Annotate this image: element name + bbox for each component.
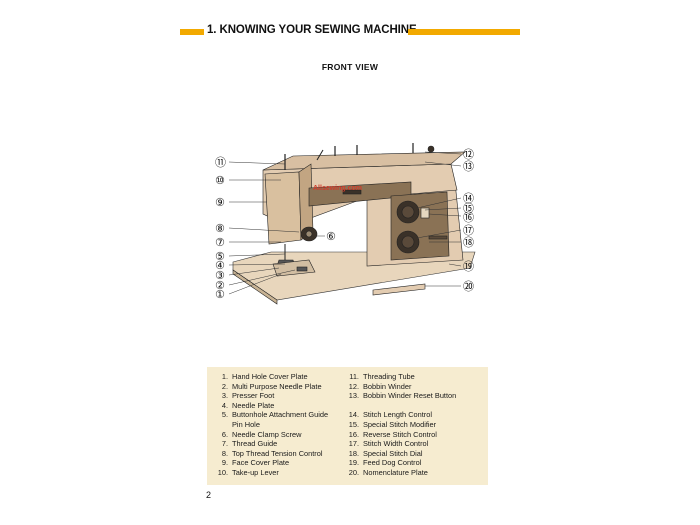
legend-item-number: 1. xyxy=(221,372,228,381)
legend-item-number: 15. xyxy=(348,419,359,429)
legend-item-label: Stitch Width Control xyxy=(363,439,429,449)
legend-item-label: Special Stitch Modifier xyxy=(363,419,437,429)
callout-3: ③ xyxy=(215,269,225,282)
legend-item-number: 2. xyxy=(221,381,228,391)
legend-item-number: 20. xyxy=(348,467,359,477)
callout-15: ⑮ xyxy=(463,202,474,215)
legend-item-label: Hand Hole Cover Plate xyxy=(232,372,308,381)
section-header: 1. KNOWING YOUR SEWING MACHINE xyxy=(180,24,520,39)
legend-item-label: Buttonhole Attachment Guide Pin Hole xyxy=(232,410,329,429)
legend-item: 1. Hand Hole Cover Plate xyxy=(213,372,348,382)
legend-item-number: 3. xyxy=(221,391,228,401)
watermark-text: Allsewing.com xyxy=(313,185,363,192)
legend-item: 6. Needle Clamp Screw xyxy=(213,430,348,440)
legend-item-number: 7. xyxy=(221,439,228,449)
legend-item: 11. Threading Tube xyxy=(344,372,490,382)
legend-item: 8. Top Thread Tension Control xyxy=(213,449,348,459)
legend-item-label: Bobbin Winder xyxy=(363,381,412,391)
legend-item-number: 11. xyxy=(349,372,359,381)
legend-item-number: 18. xyxy=(348,448,359,458)
face-cover-plate xyxy=(264,171,302,245)
view-title: FRONT VIEW xyxy=(321,62,379,72)
legend-item-label: Stitch Length Control xyxy=(363,410,433,420)
legend-item-label: Take-up Lever xyxy=(232,467,279,477)
page-number: 2 xyxy=(206,490,212,500)
callout-12: ⑫ xyxy=(463,148,474,161)
legend-item: 19. Feed Dog Control xyxy=(344,458,490,468)
legend-item: 3. Presser Foot xyxy=(213,391,348,401)
legend-item-number: 13. xyxy=(348,391,359,401)
nomenclature-plate xyxy=(372,283,426,296)
legend-item-label: Needle Plate xyxy=(232,400,275,410)
callout-14: ⑭ xyxy=(463,192,474,205)
legend-item-label: Top Thread Tension Control xyxy=(232,448,323,458)
legend-item: 20. Nomenclature Plate xyxy=(344,468,490,478)
callout-1: ① xyxy=(215,288,225,301)
legend-item-number: 9. xyxy=(221,458,228,468)
legend-item: 14. Stitch Length Control xyxy=(344,410,490,420)
callout-7: ⑦ xyxy=(215,236,225,249)
legend-item: 9. Face Cover Plate xyxy=(213,458,348,468)
legend-item-label: Reverse Stitch Control xyxy=(363,429,437,439)
callout-16: ⑯ xyxy=(463,211,474,224)
legend-item-number: 16. xyxy=(348,429,359,439)
legend-item: 10. Take-up Lever xyxy=(213,468,348,478)
legend-item-number: 14. xyxy=(348,410,359,420)
legend-item-number: 12. xyxy=(348,381,359,391)
legend-item: 16. Reverse Stitch Control xyxy=(344,430,490,440)
legend-item-label: Presser Foot xyxy=(232,391,275,401)
legend-item-number: 19. xyxy=(348,458,359,468)
legend-item-number: 5. xyxy=(221,410,228,420)
callout-5: ⑤ xyxy=(215,250,225,263)
legend-item-label: Threading Tube xyxy=(363,372,415,381)
callout-13: ⑬ xyxy=(463,160,474,173)
legend-item: 18. Special Stitch Dial xyxy=(344,449,490,459)
legend-item-label: Bobbin Winder Reset Button xyxy=(363,391,457,401)
legend-item-label: Nomenclature Plate xyxy=(363,467,428,477)
callout-11: ⑪ xyxy=(215,156,226,169)
callout-8: ⑧ xyxy=(215,222,225,235)
legend-item-number: 4. xyxy=(221,400,228,410)
header-bar-right xyxy=(408,29,520,35)
page-title: 1. KNOWING YOUR SEWING MACHINE xyxy=(207,24,417,36)
callout-19: ⑲ xyxy=(463,260,474,273)
legend-item: 15. Special Stitch Modifier xyxy=(344,420,490,430)
legend-item-number: 6. xyxy=(221,429,228,439)
legend-item: 13. Bobbin Winder Reset Button xyxy=(344,391,490,401)
legend-item-label: Thread Guide xyxy=(232,439,278,449)
legend-item-number: 8. xyxy=(221,448,228,458)
legend-item: 4. Needle Plate xyxy=(213,401,348,411)
callout-2: ② xyxy=(215,279,225,292)
sewing-machine-illustration: ⑪ ⑩ ⑨ ⑧ ⑦ ⑤ ④ ③ ② ① ⑥ ⑫ ⑬ ⑭ ⑮ ⑯ ⑰ ⑱ ⑲ ⑳ xyxy=(215,143,476,305)
callout-9: ⑨ xyxy=(215,196,225,209)
callout-17: ⑰ xyxy=(463,224,474,237)
legend-item: 17. Stitch Width Control xyxy=(344,439,490,449)
callout-4: ④ xyxy=(215,259,225,272)
legend-item-number: 10. xyxy=(217,467,228,477)
legend-item-label: Needle Clamp Screw xyxy=(232,429,302,439)
control-panel xyxy=(390,191,450,261)
legend-item-label: Multi Purpose Needle Plate xyxy=(232,381,322,391)
legend-item: 2. Multi Purpose Needle Plate xyxy=(213,382,348,392)
legend-item-label: Feed Dog Control xyxy=(363,458,422,468)
callout-10: ⑩ xyxy=(215,174,225,187)
callout-18: ⑱ xyxy=(463,236,474,249)
parts-legend: 1. Hand Hole Cover Plate 2. Multi Purpose N… xyxy=(207,367,488,485)
legend-item-label: Face Cover Plate xyxy=(232,458,290,468)
legend-column-right: 11. Threading Tube 12. Bobbin Winder 13. Bobb… xyxy=(344,372,490,478)
legend-item: 7. Thread Guide xyxy=(213,439,348,449)
callout-6: ⑥ xyxy=(326,230,336,243)
legend-column-left: 1. Hand Hole Cover Plate 2. Multi Purpose N… xyxy=(213,372,348,478)
legend-item-number: 17. xyxy=(348,439,359,449)
callout-20: ⑳ xyxy=(463,280,474,293)
header-bar-left xyxy=(180,29,204,35)
legend-item: 12. Bobbin Winder xyxy=(344,382,490,392)
legend-item: 5. Buttonhole Attachment Guide Pin Hole xyxy=(213,410,348,429)
legend-item-label: Special Stitch Dial xyxy=(363,448,423,458)
